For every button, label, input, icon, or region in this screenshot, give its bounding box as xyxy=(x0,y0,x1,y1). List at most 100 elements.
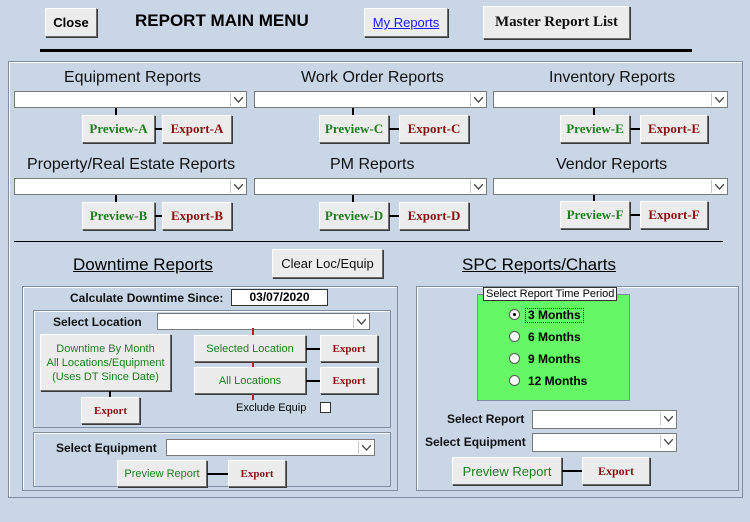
chevron-down-icon xyxy=(711,180,726,193)
master-report-list-button[interactable]: Master Report List xyxy=(483,6,630,39)
radio-12-months-label[interactable]: 12 Months xyxy=(528,374,588,388)
export-a-button[interactable]: Export-A xyxy=(162,115,232,143)
equipment-panel xyxy=(33,432,391,487)
equipment-dropdown[interactable] xyxy=(166,439,375,456)
export-e-button[interactable]: Export-E xyxy=(640,115,708,143)
connector xyxy=(155,215,162,217)
connector xyxy=(562,470,582,472)
select-location-label: Select Location xyxy=(53,315,142,329)
downtime-by-month-button[interactable]: Downtime By Month All Locations/Equipmen… xyxy=(40,334,171,391)
chevron-down-icon xyxy=(470,180,485,193)
preview-f-button[interactable]: Preview-F xyxy=(560,201,630,229)
connector xyxy=(115,195,117,205)
connector xyxy=(306,348,320,350)
downtime-panel xyxy=(22,286,398,491)
connector xyxy=(252,362,254,368)
export-d-button[interactable]: Export-D xyxy=(399,202,469,230)
export-c-button[interactable]: Export-C xyxy=(399,115,469,143)
work-order-reports-title: Work Order Reports xyxy=(301,69,444,86)
connector xyxy=(252,394,254,400)
chevron-down-icon xyxy=(660,412,675,425)
close-button[interactable]: Close xyxy=(45,8,97,37)
connector xyxy=(389,128,399,130)
selected-location-export-button[interactable]: Export xyxy=(320,335,378,362)
pm-reports-dropdown[interactable] xyxy=(254,178,487,195)
connector xyxy=(155,128,162,130)
connector xyxy=(593,108,595,118)
downtime-reports-title: Downtime Reports xyxy=(73,255,213,274)
inventory-reports-dropdown[interactable] xyxy=(493,91,728,108)
my-reports-button[interactable]: My Reports xyxy=(364,8,448,37)
chevron-down-icon xyxy=(358,441,373,454)
chevron-down-icon xyxy=(230,180,245,193)
connector xyxy=(207,473,228,475)
preview-d-button[interactable]: Preview-D xyxy=(319,202,389,230)
radio-6-months-label[interactable]: 6 Months xyxy=(528,330,581,344)
select-equipment-label: Select Equipment xyxy=(56,441,157,455)
chevron-down-icon xyxy=(353,315,368,328)
preview-e-button[interactable]: Preview-E xyxy=(560,115,630,143)
radio-3-months[interactable] xyxy=(509,309,520,320)
exclude-equip-label: Exclude Equip xyxy=(236,402,307,414)
connector xyxy=(352,108,354,118)
connector xyxy=(109,391,111,399)
all-locations-button[interactable]: All Locations xyxy=(194,367,306,394)
spc-select-report-label: Select Report xyxy=(447,412,525,426)
radio-12-months[interactable] xyxy=(509,375,520,386)
connector xyxy=(389,215,399,217)
work-order-reports-dropdown[interactable] xyxy=(254,91,487,108)
spc-preview-report-button[interactable]: Preview Report xyxy=(452,457,562,485)
header-rule xyxy=(40,49,692,52)
equipment-export-button[interactable]: Export xyxy=(228,460,286,487)
connector xyxy=(630,214,640,216)
location-dropdown[interactable] xyxy=(157,313,370,330)
equipment-reports-dropdown[interactable] xyxy=(14,91,247,108)
chevron-down-icon xyxy=(230,93,245,106)
by-month-line2: All Locations/Equipment xyxy=(46,356,165,369)
connector xyxy=(630,128,640,130)
preview-a-button[interactable]: Preview-A xyxy=(82,115,155,143)
connector xyxy=(306,380,320,382)
preview-c-button[interactable]: Preview-C xyxy=(319,115,389,143)
export-b-button[interactable]: Export-B xyxy=(162,202,232,230)
property-reports-title: Property/Real Estate Reports xyxy=(27,156,236,173)
all-locations-export-button[interactable]: Export xyxy=(320,367,378,394)
time-period-group xyxy=(477,294,630,401)
radio-6-months[interactable] xyxy=(509,331,520,342)
since-date-field[interactable]: 03/07/2020 xyxy=(231,289,328,306)
chevron-down-icon xyxy=(470,93,485,106)
preview-b-button[interactable]: Preview-B xyxy=(82,202,155,230)
section-divider xyxy=(14,241,723,242)
radio-9-months-label[interactable]: 9 Months xyxy=(528,352,581,366)
equipment-reports-title: Equipment Reports xyxy=(64,69,201,86)
connector xyxy=(593,195,595,205)
selected-location-button[interactable]: Selected Location xyxy=(194,335,306,362)
spc-equipment-dropdown[interactable] xyxy=(532,433,677,452)
inventory-reports-title: Inventory Reports xyxy=(549,69,676,86)
exclude-equip-checkbox[interactable] xyxy=(320,402,331,413)
vendor-reports-title: Vendor Reports xyxy=(556,156,668,173)
radio-3-months-label[interactable]: 3 Months xyxy=(525,308,584,323)
by-month-line3: (Uses DT Since Date) xyxy=(52,370,159,383)
chevron-down-icon xyxy=(711,93,726,106)
spc-panel xyxy=(416,286,739,491)
main-frame xyxy=(8,61,743,498)
calc-downtime-label: Calculate Downtime Since: xyxy=(70,291,224,305)
pm-reports-title: PM Reports xyxy=(330,156,415,173)
property-reports-dropdown[interactable] xyxy=(14,178,247,195)
preview-report-button[interactable]: Preview Report xyxy=(117,460,207,487)
time-period-legend: Select Report Time Period xyxy=(483,287,618,301)
connector xyxy=(352,195,354,205)
connector xyxy=(115,108,117,118)
spc-select-equipment-label: Select Equipment xyxy=(425,435,526,449)
spc-report-dropdown[interactable] xyxy=(532,410,677,429)
vendor-reports-dropdown[interactable] xyxy=(493,178,728,195)
radio-9-months[interactable] xyxy=(509,353,520,364)
page-title: REPORT MAIN MENU xyxy=(135,11,309,30)
export-f-button[interactable]: Export-F xyxy=(640,201,708,229)
by-month-export-button[interactable]: Export xyxy=(81,397,140,424)
connector xyxy=(252,328,254,336)
spc-export-button[interactable]: Export xyxy=(582,457,650,485)
clear-loc-equip-button[interactable]: Clear Loc/Equip xyxy=(272,249,383,278)
spc-reports-title: SPC Reports/Charts xyxy=(462,255,616,274)
